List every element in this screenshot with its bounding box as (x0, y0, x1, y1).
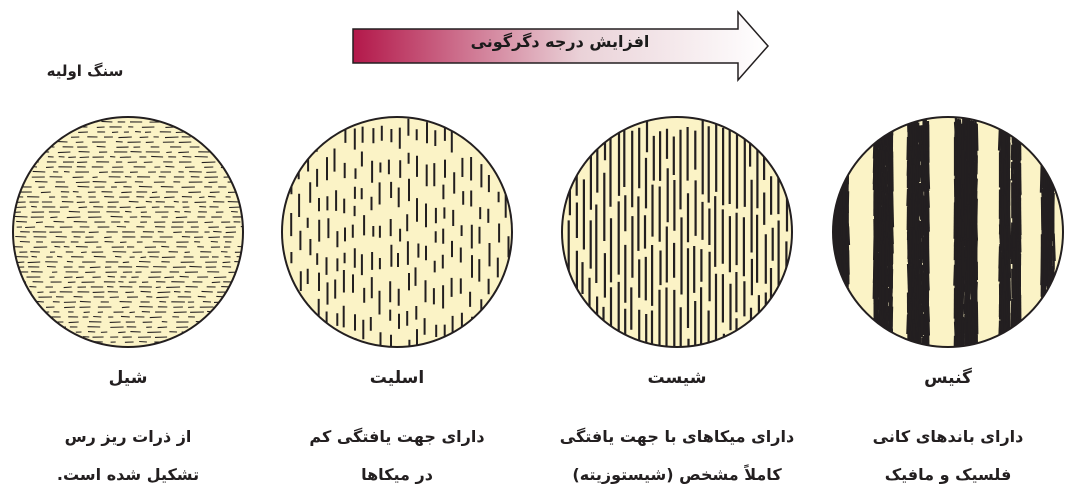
shale-name: شیل (108, 368, 148, 388)
schist-description-line1: دارای میکاهای با جهت یافتگی (559, 427, 795, 446)
shale-description-line2: تشکیل شده است. (56, 465, 200, 484)
gneiss-description-line2: فلسیک و مافیک (884, 465, 1012, 484)
source-rock-label: سنگ اولیه (46, 62, 124, 80)
slate-disk (281, 116, 513, 348)
schist-description-line2: کاملاً مشخص (شیستوزیته) (572, 465, 782, 484)
slate-description-line2: در میکاها (361, 465, 433, 484)
schist-name: شیست (647, 368, 707, 388)
slate-description-line1: دارای جهت یافتگی کم (309, 427, 485, 446)
metamorphism-arrow (352, 10, 770, 82)
shale-description-line1: از ذرات ریز رس (64, 427, 192, 446)
shale-disk (12, 116, 244, 348)
gneiss-description-line1: دارای باندهای کانی (872, 427, 1024, 446)
arrow-label: افزایش درجه دگرگونی (470, 32, 650, 51)
gneiss-disk (832, 116, 1064, 348)
slate-name: اسلیت (369, 368, 425, 388)
gneiss-name: گنیس (924, 368, 972, 388)
